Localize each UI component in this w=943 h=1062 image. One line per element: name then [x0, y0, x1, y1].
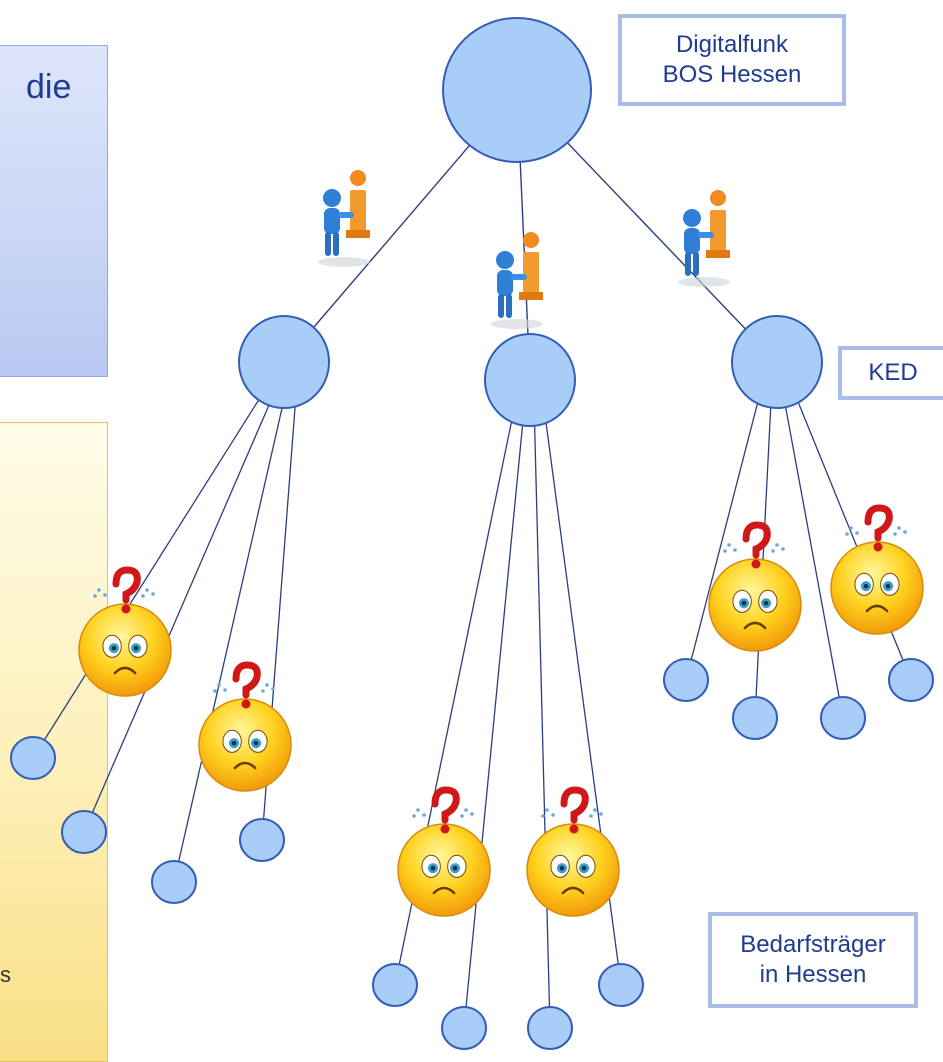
digitalfunk-label: Digitalfunk BOS Hessen: [618, 14, 846, 106]
leaf-node-0-2: [151, 860, 197, 904]
leaf-node-0-3: [239, 818, 285, 862]
edge-ked-2-leaf-2: [780, 381, 844, 719]
confused-smiley-icon: [397, 786, 491, 917]
ked-node-left: [238, 315, 330, 409]
leaf-node-0-1: [61, 810, 107, 854]
confused-smiley-icon: [708, 521, 802, 652]
leaf-node-1-0: [372, 963, 418, 1007]
edge-ked-0-leaf-1: [83, 381, 280, 833]
confused-smiley-icon: [78, 566, 172, 697]
edge-ked-0-leaf-0: [32, 381, 271, 759]
ked-node-center: [484, 333, 576, 427]
confused-smiley-icon: [526, 786, 620, 917]
leaf-node-2-1: [732, 696, 778, 740]
leaf-node-1-2: [527, 1006, 573, 1050]
edge-ked-1-leaf-2: [533, 399, 551, 1029]
root-node: [442, 17, 592, 163]
leaf-node-2-0: [663, 658, 709, 702]
info-carrier-figure-icon: [678, 190, 730, 287]
yellow-panel-text: s: [0, 962, 11, 987]
leaf-node-1-3: [598, 963, 644, 1007]
info-carrier-figure-icon: [318, 170, 370, 267]
blue-text-panel: [0, 45, 108, 377]
ked-node-right: [731, 315, 823, 409]
edge-ked-1-leaf-1: [463, 399, 526, 1029]
bedarfstraeger-label: Bedarfsträger in Hessen: [708, 912, 918, 1008]
confused-smiley-icon: [198, 661, 292, 792]
leaf-node-1-1: [441, 1006, 487, 1050]
edge-ked-2-leaf-1: [754, 381, 773, 719]
info-carrier-figure-icon: [491, 232, 543, 329]
blue-panel-text: die: [26, 68, 72, 106]
ked-label: KED: [838, 346, 943, 400]
leaf-node-2-3: [888, 658, 934, 702]
leaf-node-2-2: [820, 696, 866, 740]
edge-ked-2-leaf-0: [685, 381, 764, 681]
edge-ked-0-leaf-2: [173, 381, 289, 883]
leaf-node-0-0: [10, 736, 56, 780]
confused-smiley-icon: [830, 504, 924, 635]
